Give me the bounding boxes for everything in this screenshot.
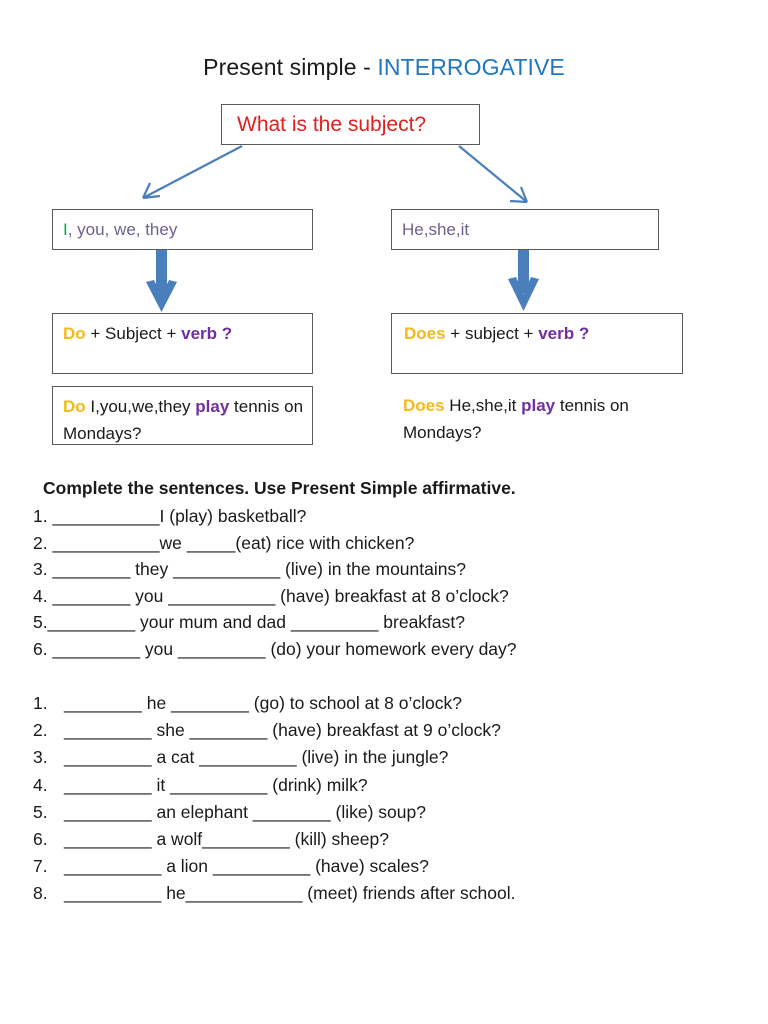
exercise-item[interactable]: 5._________ your mum and dad _________ b… xyxy=(33,612,465,632)
example-box-do: Do I,you,we,they play tennis on Mondays? xyxy=(52,386,313,445)
arrow-down-left xyxy=(146,250,177,312)
exercise-item[interactable]: 5. _________ an elephant ________ (like) … xyxy=(33,799,733,826)
exercise-item-number: 8. xyxy=(33,883,48,904)
formula-box-does: Does + subject + verb ? xyxy=(391,313,683,374)
exercise-item-text: it __________ (drink) milk? xyxy=(151,774,368,795)
exercise-item-number: 6. xyxy=(33,829,48,850)
page-title-main: Present simple - xyxy=(203,54,378,80)
example-does-text: Does He,she,it play tennis on Mondays? xyxy=(403,392,691,446)
exercise-item[interactable]: 1. ________ he ________ (go) to school at… xyxy=(33,690,733,717)
page-title-highlight: INTERROGATIVE xyxy=(377,54,565,80)
arrow-branch-left xyxy=(142,145,243,200)
question-box: What is the subject? xyxy=(221,104,480,145)
example-do-subjects: I,you,we,they xyxy=(85,397,196,416)
example-does-tail: tennis on Mondays? xyxy=(403,396,629,442)
subject-box-plural: I, you, we, they xyxy=(52,209,313,250)
subject-box-singular: He,she,it xyxy=(391,209,659,250)
page-title: Present simple - INTERROGATIVE xyxy=(0,54,768,81)
example-does-verb: play xyxy=(521,396,556,415)
formula-does-mid: + subject + xyxy=(445,324,539,343)
exercise-item[interactable]: 8. __________ he____________ (meet) frien… xyxy=(33,880,733,907)
formula-does-verb: verb ? xyxy=(538,324,590,343)
formula-do-line: Do + Subject + verb ? xyxy=(63,323,312,345)
subject-box-plural-text: I, you, we, they xyxy=(53,220,177,240)
example-do-text: Do I,you,we,they play tennis on Mondays? xyxy=(63,393,312,447)
exercise-item[interactable]: 6. _________ a wolf_________ (kill) sheep… xyxy=(33,826,733,853)
arrow-down-right xyxy=(508,247,539,311)
subject-box-singular-text: He,she,it xyxy=(402,219,470,239)
formula-box-do: Do + Subject + verb ? xyxy=(52,313,313,374)
exercise-list-b: 1. ________ he ________ (go) to school at… xyxy=(33,690,733,908)
exercise-item[interactable]: 7. __________ a lion __________ (have) sc… xyxy=(33,853,733,880)
pronoun-i: I xyxy=(63,219,68,239)
exercise-item[interactable]: 4. _________ it __________ (drink) milk? xyxy=(33,772,733,799)
exercise-item[interactable]: 2. ___________we _____(eat) rice with ch… xyxy=(33,532,415,553)
arrow-branch-right xyxy=(458,145,529,204)
exercise-item-number: 1. xyxy=(33,693,48,713)
exercise-item-text: ________ he ________ (go) to school at 8… xyxy=(64,693,462,713)
example-does-subjects: He,she,it xyxy=(444,396,522,415)
exercise-item[interactable]: 4. ________ you ___________ (have) break… xyxy=(33,585,509,606)
example-does-aux: Does xyxy=(403,396,445,415)
exercise-item[interactable]: 3. ________ they ___________ (live) in t… xyxy=(33,559,466,579)
formula-do-verb: verb ? xyxy=(181,324,233,343)
exercise-item-text: _________ she ________ (have) breakfast … xyxy=(64,720,501,741)
question-box-text: What is the subject? xyxy=(237,112,427,136)
exercise-list-a: 1. ___________I (play) basketball? 2. __… xyxy=(33,503,733,662)
example-do-verb: play xyxy=(195,397,230,416)
exercise-item-text: __________ he____________ (meet) friends… xyxy=(64,883,516,904)
exercise-item[interactable]: 2. _________ she ________ (have) breakfas… xyxy=(33,717,733,744)
formula-do-mid: + Subject + xyxy=(85,324,182,343)
example-do-aux: Do xyxy=(63,397,86,416)
formula-does-line: Does + subject + verb ? xyxy=(404,323,682,345)
exercise-item[interactable]: 3. _________ a cat __________ (live) in t… xyxy=(33,744,733,771)
exercise-item-text: _________ a cat __________ (live) in the… xyxy=(64,747,449,768)
exercise-item-blank-prefix: _________ xyxy=(64,774,152,795)
formula-do-aux: Do xyxy=(63,324,86,343)
exercise-item-text: _________ an elephant ________ (like) so… xyxy=(64,801,426,822)
exercise-item[interactable]: 1. ___________I (play) basketball? xyxy=(33,506,307,526)
example-do-tail: tennis on Mondays? xyxy=(63,397,304,443)
exercise-item[interactable]: 6. _________ you _________ (do) your hom… xyxy=(33,638,517,659)
example-text-does: Does He,she,it play tennis on Mondays? xyxy=(391,386,691,446)
exercise-item-text: __________ a lion __________ (have) scal… xyxy=(64,856,429,877)
exercise-item-number: 5. xyxy=(33,801,48,822)
exercise-item-number: 4. xyxy=(33,774,48,795)
formula-does-aux: Does xyxy=(404,324,446,343)
exercise-item-number: 2. xyxy=(33,720,48,741)
pronoun-list-rest: , you, we, they xyxy=(67,219,178,239)
exercise-item-text: _________ a wolf_________ (kill) sheep? xyxy=(64,829,389,850)
exercise-instruction: Complete the sentences. Use Present Simp… xyxy=(43,478,516,498)
exercise-item-number: 3. xyxy=(33,747,48,768)
exercise-item-number: 7. xyxy=(33,856,48,877)
